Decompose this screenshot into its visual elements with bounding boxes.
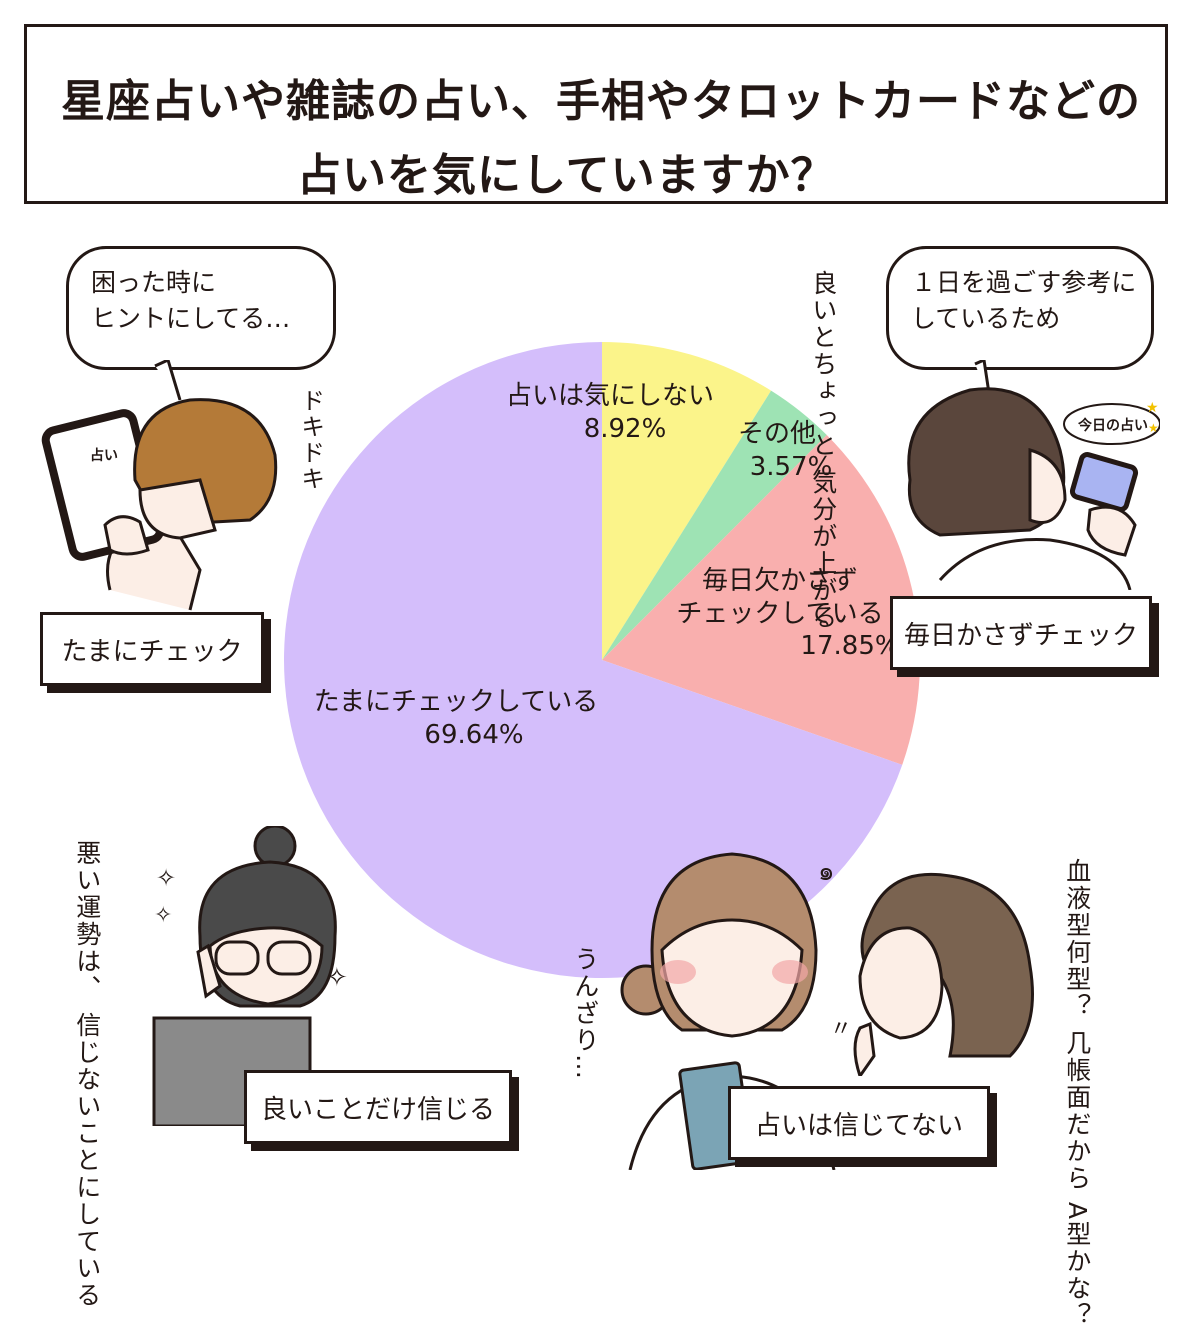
- sparkle-icon: ✧: [154, 903, 172, 928]
- side-text-line-2: 気分が上がる: [808, 468, 838, 631]
- pie-label-other-text: その他: [737, 419, 816, 449]
- star-icon: ★: [1146, 400, 1159, 416]
- pie-label-daily-pct: 17.85%: [800, 631, 900, 661]
- side-text-line-2: 几帳面だから: [1062, 1029, 1092, 1192]
- bubble-text-line-2: ヒントにしてる…: [91, 304, 291, 334]
- pie-label-other-pct: 3.57%: [749, 451, 833, 482]
- pie-chart: [284, 342, 920, 978]
- pie-label-daily: 毎日欠かさず チェックしている 17.85%: [660, 565, 900, 663]
- side-text-line-3: A型かな？: [1062, 1201, 1092, 1329]
- girl-with-phone-illustration: 今日の占い ★ ★: [907, 360, 1160, 590]
- side-text-line-1: 良いとちょっと: [808, 270, 838, 459]
- label-box-yoi-koto: 良いことだけ信じる: [244, 1070, 512, 1144]
- side-text-warui-unsei: 悪い運勢は、 信じないことにしている: [72, 840, 102, 1309]
- speech-bubble-top-left: 困った時に ヒントにしてる…: [66, 246, 336, 370]
- bubble-text-line-2: しているため: [911, 304, 1061, 334]
- star-icon: ★: [1148, 421, 1159, 435]
- pie-label-sometimes-pct: 69.64%: [424, 719, 524, 750]
- pie-label-no-care-pct: 8.92%: [583, 413, 667, 444]
- title-line-2: 占いを気にしていますか？: [297, 150, 836, 201]
- bubble-text-line-1: 困った時に: [91, 268, 217, 297]
- label-box-tamani: たまにチェック: [40, 612, 264, 686]
- pie-slice-3: [284, 342, 903, 978]
- title-box: 星座占いや雑誌の占い、手相やタロットカードなどの 占いを気にしていますか？: [24, 24, 1168, 204]
- tablet-text: 占い: [90, 447, 118, 464]
- pie-label-daily-line2: チェックしている: [676, 598, 884, 629]
- label-box-shinjitenai: 占いは信じてない: [728, 1086, 990, 1160]
- side-text-line-1: 血液型何型？: [1062, 858, 1092, 1020]
- woman-blood-type-illustration: 〃: [830, 872, 1034, 1076]
- pie-label-no-care-text: 占いは気にしない: [505, 381, 714, 411]
- pie-label-other: その他 3.57%: [712, 418, 842, 483]
- side-text-blood-type: 血液型何型？ 几帳面だから A型かな？: [1062, 858, 1092, 1329]
- pie-label-daily-line1: 毎日欠かさず: [701, 566, 858, 596]
- sfx-doki-doki: ドキドキ: [296, 388, 325, 492]
- side-text-kibun-1: 良いとちょっと 気分が上がる: [808, 270, 838, 631]
- pie-label-sometimes-text: たまにチェックしている: [313, 687, 599, 717]
- speech-bubble-top-right: １日を過ごす参考に しているため: [886, 246, 1154, 370]
- side-text-line-1: 悪い運勢は、: [72, 840, 102, 1002]
- sparkle-icon: ✧: [156, 864, 176, 892]
- pie-slice-2: [602, 435, 920, 765]
- label-box-mainichi: 毎日かさずチェック: [890, 596, 1152, 670]
- sfx-unzari: うんざり…: [570, 946, 600, 1081]
- bubble-text-line-1: １日を過ごす参考に: [911, 268, 1137, 297]
- girl-with-book-illustration: ๑: [620, 852, 836, 1170]
- pie-label-sometimes: たまにチェックしている 69.64%: [296, 686, 616, 751]
- side-text-line-2: 信じないことにしている: [72, 1011, 102, 1309]
- talk-marks-icon: 〃: [830, 1017, 852, 1042]
- sweat-swirl-icon: ๑: [818, 857, 835, 887]
- pie-slice-1: [602, 390, 827, 660]
- title-line-1: 星座占いや雑誌の占い、手相やタロットカードなどの: [61, 76, 1141, 127]
- pie-label-no-care: 占いは気にしない 8.92%: [490, 380, 730, 445]
- phone-text: 今日の占い: [1077, 417, 1148, 434]
- pie-slice-0: [602, 342, 772, 660]
- girl-with-tablet-illustration: 占い: [41, 360, 278, 611]
